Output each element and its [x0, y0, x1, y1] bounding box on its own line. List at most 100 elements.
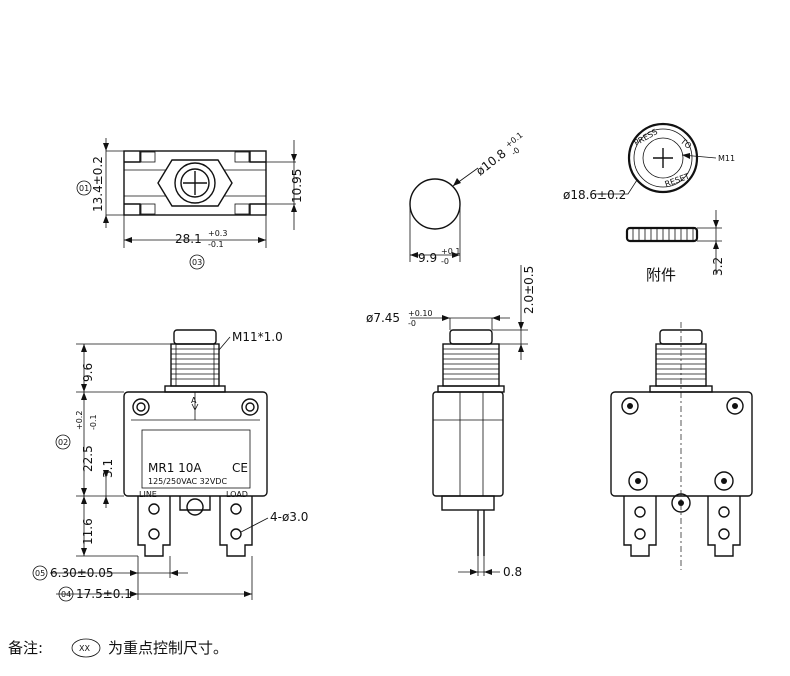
marker-04-circle	[58, 586, 74, 602]
arrow-mark-label: A	[191, 396, 197, 405]
top-width-label: 28.1	[175, 232, 202, 246]
nut-ring-inner	[180, 168, 210, 198]
top-width-tol-up: +0.3	[208, 229, 227, 238]
marker-02: 02	[58, 438, 68, 447]
rear-center-stud	[671, 493, 691, 513]
note-text: 为重点控制尺寸。	[108, 639, 228, 657]
side-dia-tol-up: +0.10	[408, 309, 433, 318]
cap-accessory: PRESS TO RESET M11 ø18.6±0.2 3.2 附件	[563, 122, 735, 284]
inner-offset-arrows	[103, 470, 109, 504]
rear-screw-left	[621, 397, 639, 415]
front-view: M11*1.0 A MR1 10A 125/250VAC 32VDC CE LI…	[32, 329, 308, 602]
body-height-tol-dn: -0.1	[89, 414, 98, 430]
thread-leader	[218, 336, 231, 351]
top-view-right-upper-tab	[234, 151, 250, 163]
marker-01: 01	[79, 184, 89, 193]
rear-stud-left-dot	[635, 478, 641, 484]
cap-thickness-label: 3.2	[711, 257, 725, 276]
center-stud	[186, 498, 204, 516]
thread-spec-label: M11*1.0	[232, 330, 283, 344]
cap-thread-ring	[642, 137, 684, 179]
button-top-view: 9.9 +0.1 -0 ø10.8 +0.1 -0	[409, 131, 525, 266]
rear-stud-left	[628, 471, 648, 491]
nut-ring-outer	[174, 162, 216, 204]
body-height-label: 22.5	[81, 445, 95, 472]
top-width-tol-dn: -0.1	[208, 240, 224, 249]
rear-terminal-right	[707, 496, 741, 557]
cap-thread-arrow	[682, 153, 690, 159]
rear-screw-left-dot	[627, 403, 633, 409]
front-thread-lines	[171, 348, 219, 380]
button-depth-dim-lines	[409, 204, 461, 262]
rating-label: 125/250VAC 32VDC	[148, 477, 227, 486]
cap-side-profile	[625, 226, 699, 243]
side-terminal	[477, 510, 485, 556]
hole-line-lower	[148, 528, 160, 540]
note-marker-circle	[71, 638, 101, 658]
cap-outer-ring	[627, 122, 699, 194]
terminal-width-label: 6.30±0.05	[50, 566, 114, 580]
marker-04: 04	[61, 590, 71, 599]
button-depth-tol-up: +0.1	[441, 247, 460, 256]
rear-hole-right-lower	[718, 528, 730, 540]
side-thread-lines	[443, 348, 499, 380]
side-view: ø7.45 +0.10 -0 2.0±0.5 0.8	[366, 265, 536, 579]
marker-03: 03	[192, 258, 202, 267]
front-body	[123, 391, 268, 497]
side-dia-dim	[410, 317, 510, 330]
top-inner-label: 10.95	[290, 169, 304, 203]
marker-03-circle	[189, 254, 205, 270]
top-height-label: 13.4±0.2	[91, 156, 105, 212]
side-thickness-arrows	[470, 569, 492, 575]
rear-hole-left-upper	[634, 506, 646, 518]
rear-center-stud-dot	[678, 500, 684, 506]
stem-height-label: 9.6	[81, 363, 95, 382]
front-screw-left-inner	[136, 402, 146, 412]
button-dia-tol-dn: -0	[510, 146, 522, 158]
button-dia-label: ø10.8	[473, 146, 508, 178]
button-center-icon	[432, 201, 438, 207]
top-width-dim-lines	[123, 215, 267, 248]
front-thread-stem	[170, 343, 220, 387]
front-screw-left	[132, 398, 150, 416]
model-label: MR1 10A	[148, 461, 202, 475]
hole-leader	[240, 517, 269, 533]
side-body	[432, 391, 504, 497]
note-prefix: 备注:	[8, 639, 43, 657]
front-collar	[164, 385, 226, 393]
rear-view	[610, 322, 753, 570]
button-dia-arrow	[453, 178, 461, 186]
front-screw-right	[241, 398, 259, 416]
side-dia-tol-dn: -0	[408, 319, 416, 328]
terminal-pitch-label: 17.5±0.1	[76, 587, 132, 601]
top-view-body	[123, 150, 267, 216]
side-thickness-dim	[458, 556, 500, 576]
cap-dia-leader	[594, 179, 638, 195]
hole-load-upper	[230, 503, 242, 515]
hole-spec-label: 4-ø3.0	[270, 510, 308, 524]
side-base	[441, 495, 495, 511]
rear-hole-right-upper	[718, 506, 730, 518]
button-depth-tol-dn: -0	[441, 257, 449, 266]
side-thread-stem	[442, 343, 500, 387]
front-cap	[173, 329, 217, 345]
cap-text-press: PRESS	[633, 127, 660, 148]
rear-screw-right	[726, 397, 744, 415]
side-body-lines	[433, 392, 503, 496]
cap-thread-label: M11	[718, 154, 735, 163]
rear-body	[610, 391, 753, 497]
ce-mark: CE	[232, 461, 248, 475]
cap-inner-ring	[633, 128, 693, 188]
front-ext-lines	[76, 343, 171, 557]
inner-offset-label: 3.1	[101, 459, 115, 478]
load-label: LOAD	[226, 490, 248, 499]
accessory-label: 附件	[646, 266, 676, 284]
rear-hole-left-lower	[634, 528, 646, 540]
terminal-load	[219, 496, 253, 557]
marker-02-circle	[55, 434, 71, 450]
side-dia-label: ø7.45	[366, 311, 400, 325]
front-thread-sides	[175, 344, 215, 386]
button-depth-label: 9.9	[418, 251, 437, 265]
front-arrow-mark	[191, 392, 199, 420]
